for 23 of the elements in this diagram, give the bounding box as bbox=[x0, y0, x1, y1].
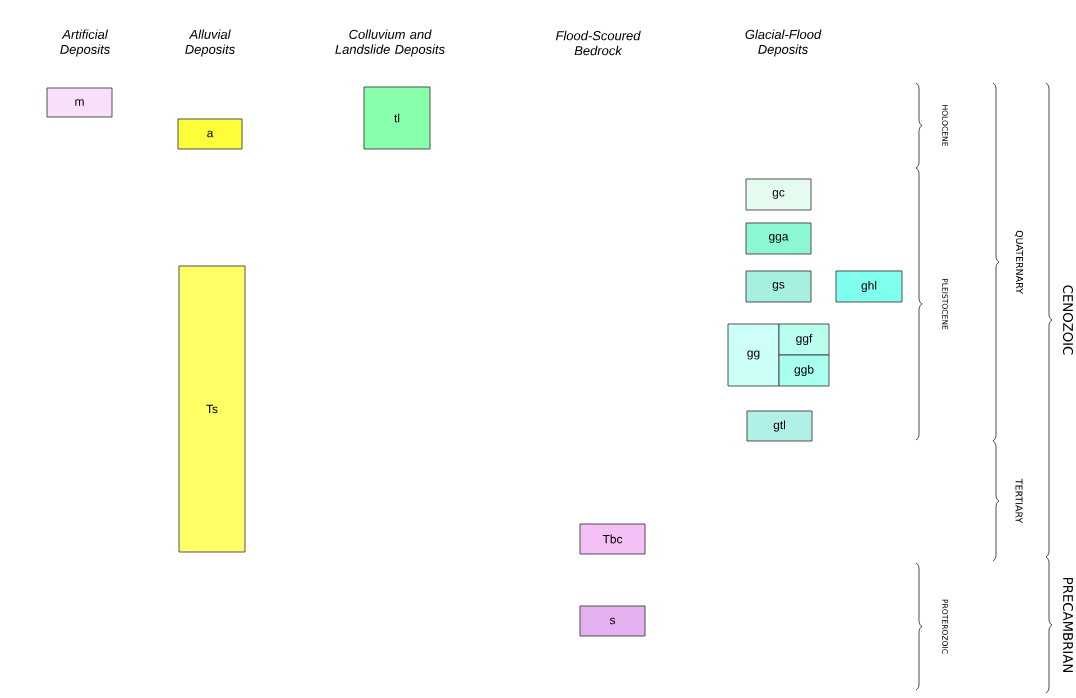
unit-box: Tbc bbox=[579, 523, 646, 555]
time-label: QUATERNARY bbox=[1014, 230, 1024, 294]
time-label: PRECAMBRIAN bbox=[1063, 578, 1073, 672]
unit-box: gc bbox=[745, 178, 812, 211]
column-heading: Artificial Deposits bbox=[60, 29, 110, 57]
column-heading: Flood-Scoured Bedrock bbox=[555, 30, 641, 56]
unit-box: ggf bbox=[778, 323, 830, 356]
unit-box: ghl bbox=[835, 270, 903, 303]
unit-box: ggb bbox=[778, 354, 830, 387]
unit-box: Ts bbox=[178, 265, 246, 553]
unit-box: gs bbox=[745, 270, 812, 303]
unit-box: gg bbox=[727, 323, 780, 387]
column-heading: Alluvial Deposits bbox=[185, 29, 235, 57]
column-heading: Colluvium and Landslide Deposits bbox=[335, 29, 445, 57]
time-label: CENOZOIC bbox=[1063, 285, 1073, 355]
unit-box: tl bbox=[363, 86, 431, 150]
unit-box: gtl bbox=[746, 410, 813, 442]
time-label: TERTIARY bbox=[1015, 478, 1023, 524]
column-heading: Glacial-Flood Deposits bbox=[745, 29, 822, 57]
unit-box: s bbox=[579, 605, 646, 637]
unit-box: a bbox=[177, 118, 243, 150]
unit-box: gga bbox=[745, 222, 812, 255]
unit-box: m bbox=[46, 87, 113, 118]
